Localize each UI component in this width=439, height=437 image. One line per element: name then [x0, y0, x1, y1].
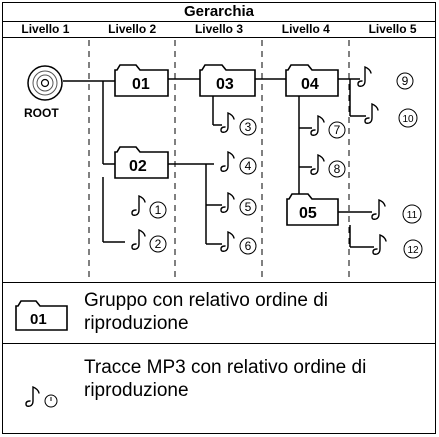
- level-3-label: Livello 3: [194, 22, 243, 36]
- svg-text:9: 9: [402, 74, 409, 88]
- diagram-title: Gerarchia: [2, 2, 436, 22]
- music-note-icon: [220, 112, 235, 133]
- svg-text:2: 2: [155, 237, 162, 251]
- legend-track-text: Tracce MP3 con relativo ordine di riprod…: [84, 357, 367, 401]
- track-10: 10: [364, 103, 418, 128]
- root-label: ROOT: [24, 106, 59, 120]
- level-2-label: Livello 2: [108, 22, 157, 36]
- folder-group-02: 02: [114, 146, 169, 179]
- folder-label: 03: [216, 76, 234, 93]
- track-3: 3: [220, 112, 257, 136]
- svg-text:10: 10: [402, 114, 414, 125]
- folder-label: 04: [301, 76, 319, 93]
- music-note-icon: [371, 199, 386, 220]
- svg-text:12: 12: [407, 245, 419, 256]
- folder-group-05: 05: [286, 193, 339, 226]
- music-note-icon: [364, 103, 379, 124]
- legend-group-text: Gruppo con relativo ordine di riproduzio…: [84, 290, 328, 334]
- folder-label: 01: [132, 76, 150, 93]
- legend-track-icon: [25, 386, 58, 408]
- folder-group-04: 04: [285, 64, 339, 97]
- connector-lines: [63, 78, 374, 248]
- track-4: 4: [220, 151, 257, 175]
- legend-folder-icon: 01: [15, 300, 68, 331]
- track-7: 7: [310, 115, 346, 139]
- legend-track-row: Tracce MP3 con relativo ordine di riprod…: [2, 344, 436, 434]
- disc-icon: [27, 65, 63, 101]
- music-note-icon: [357, 66, 372, 87]
- legend-group-row: Gruppo con relativo ordine di riproduzio…: [2, 282, 436, 344]
- track-6: 6: [220, 231, 257, 255]
- svg-text:5: 5: [245, 200, 252, 214]
- svg-text:11: 11: [407, 210, 418, 221]
- level-1-label: Livello 1: [21, 22, 70, 36]
- folder-label: 02: [129, 158, 147, 175]
- music-note-icon: [131, 195, 146, 216]
- track-5: 5: [220, 192, 257, 216]
- track-11: 11: [371, 199, 422, 224]
- track-8: 8: [310, 154, 346, 178]
- svg-text:7: 7: [334, 123, 341, 137]
- music-note-icon: [220, 192, 235, 213]
- track-1: 1: [131, 195, 167, 219]
- folder-group-03: 03: [199, 64, 256, 97]
- folder-group-01: 01: [114, 64, 169, 97]
- music-note-icon: [310, 115, 325, 136]
- music-note-icon: [372, 234, 387, 255]
- track-9: 9: [357, 66, 414, 90]
- folder-label: 05: [299, 205, 317, 222]
- track-12: 12: [372, 234, 423, 259]
- column-dividers: [88, 40, 350, 281]
- music-note-icon: [220, 151, 235, 172]
- svg-text:3: 3: [245, 120, 252, 134]
- level-4-label: Livello 4: [281, 22, 330, 36]
- svg-text:8: 8: [334, 162, 341, 176]
- svg-text:6: 6: [245, 239, 252, 253]
- legend-folder-label: 01: [30, 311, 47, 328]
- diagram-frame: [2, 2, 436, 434]
- music-note-icon: [310, 154, 325, 175]
- music-note-icon: [220, 231, 235, 252]
- level-header-row: Livello 1 Livello 2 Livello 3 Livello 4 …: [2, 22, 436, 38]
- level-5-label: Livello 5: [368, 22, 417, 36]
- svg-text:4: 4: [245, 159, 252, 173]
- music-note-icon: [131, 229, 146, 250]
- track-2: 2: [131, 229, 167, 253]
- svg-text:1: 1: [155, 203, 162, 217]
